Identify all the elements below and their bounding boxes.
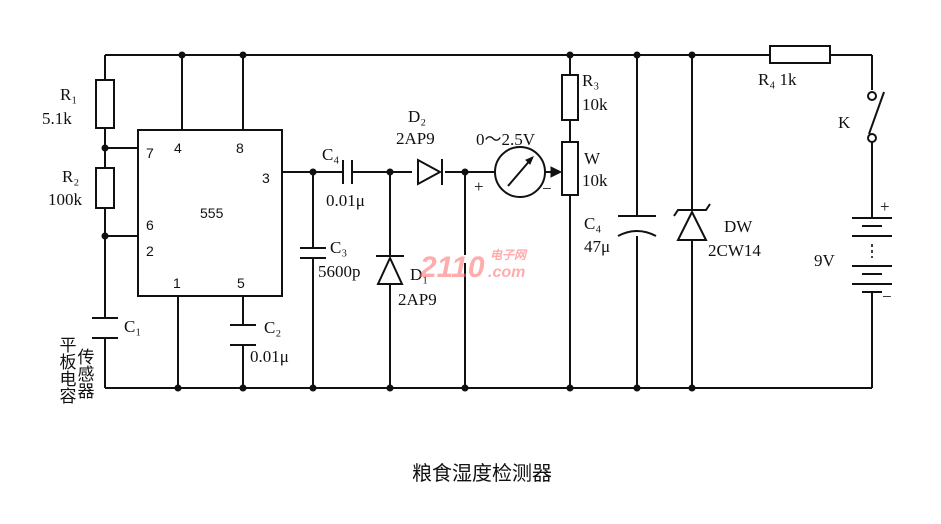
c4a-value: 0.01μ bbox=[326, 191, 365, 210]
r2-ref: R₂ bbox=[62, 167, 79, 186]
d1-value: 2AP9 bbox=[398, 290, 437, 309]
c3-ref: C₃ bbox=[330, 238, 347, 257]
diagram-caption: 粮食湿度检测器 bbox=[412, 461, 552, 485]
c2-value: 0.01μ bbox=[250, 347, 289, 366]
capacitor-c4-coupling: C₄ 0.01μ bbox=[322, 145, 365, 210]
potentiometer-w: W 10k bbox=[550, 141, 608, 196]
dw-value: 2CW14 bbox=[708, 241, 761, 260]
r3-value: 10k bbox=[582, 95, 608, 114]
c3-value: 5600p bbox=[318, 262, 361, 281]
resistor-r4: R₄ 1k bbox=[758, 45, 831, 89]
capacitor-c2: C₂ 0.01μ bbox=[230, 318, 289, 366]
sensor-label: 平板电容 传感器 bbox=[57, 336, 95, 404]
ic-pin-4: 4 bbox=[174, 140, 182, 156]
capacitor-c1: C₁ bbox=[92, 317, 141, 339]
w-value: 10k bbox=[582, 171, 608, 190]
d2-value: 2AP9 bbox=[396, 129, 435, 148]
meter-range: 0～2.5V bbox=[476, 130, 536, 149]
ic-pin-3: 3 bbox=[262, 170, 270, 186]
wiring bbox=[104, 54, 873, 389]
battery-9v: + − 9V bbox=[814, 197, 892, 306]
c4b-ref: C₄ bbox=[584, 214, 601, 233]
battery-value: 9V bbox=[814, 251, 836, 270]
dw-ref: DW bbox=[724, 217, 753, 236]
watermark-bottom: .com bbox=[488, 264, 525, 281]
battery-minus: − bbox=[882, 287, 892, 306]
r3-ref: R₃ bbox=[582, 71, 599, 90]
sensor-line1: 平板电容 bbox=[57, 336, 77, 404]
meter-plus: + bbox=[474, 177, 484, 196]
junction-dots bbox=[101, 51, 696, 392]
r2-value: 100k bbox=[48, 190, 83, 209]
c1-ref: C₁ bbox=[124, 317, 141, 336]
capacitor-c3: C₃ 5600p bbox=[300, 238, 361, 281]
r4-ref: R₄ 1k bbox=[758, 70, 797, 89]
meter-minus: − bbox=[542, 179, 552, 198]
switch-k: K bbox=[838, 91, 885, 143]
w-ref: W bbox=[584, 149, 601, 168]
capacitor-c4-electrolytic: C₄ 47μ bbox=[584, 214, 657, 256]
ic-pin-1: 1 bbox=[173, 275, 181, 291]
resistor-r2: R₂ 100k bbox=[48, 167, 115, 209]
c4a-ref: C₄ bbox=[322, 145, 339, 164]
switch-ref: K bbox=[838, 113, 851, 132]
c4b-value: 47μ bbox=[584, 237, 610, 256]
sensor-line2: 传感器 bbox=[75, 348, 95, 399]
resistor-r3: R₃ 10k bbox=[561, 71, 608, 121]
d1-ref: D₁ bbox=[410, 265, 428, 284]
ic-name: 555 bbox=[200, 205, 224, 221]
r1-ref: R₁ bbox=[60, 85, 77, 104]
resistor-r1: R₁ 5.1k bbox=[42, 79, 115, 129]
ic-pin-6: 6 bbox=[146, 217, 154, 233]
ic-pin-5: 5 bbox=[237, 275, 245, 291]
watermark: 2110 电子网 .com bbox=[419, 248, 528, 284]
ic-pin-2: 2 bbox=[146, 243, 154, 259]
diode-d1: D₁ 2AP9 bbox=[376, 255, 437, 309]
diode-d2: D₂ 2AP9 bbox=[396, 107, 443, 186]
watermark-big: 2110 bbox=[419, 251, 485, 284]
voltmeter: 0～2.5V + − bbox=[474, 130, 552, 198]
d2-ref: D₂ bbox=[408, 107, 426, 126]
watermark-top: 电子网 bbox=[490, 248, 528, 262]
zener-dw: DW 2CW14 bbox=[673, 203, 761, 260]
ic-pin-7: 7 bbox=[146, 145, 154, 161]
ic-555: 555 4 8 7 3 6 2 1 5 bbox=[137, 129, 283, 297]
c2-ref: C₂ bbox=[264, 318, 281, 337]
ic-pin-8: 8 bbox=[236, 140, 244, 156]
battery-plus: + bbox=[880, 197, 890, 216]
r1-value: 5.1k bbox=[42, 109, 72, 128]
